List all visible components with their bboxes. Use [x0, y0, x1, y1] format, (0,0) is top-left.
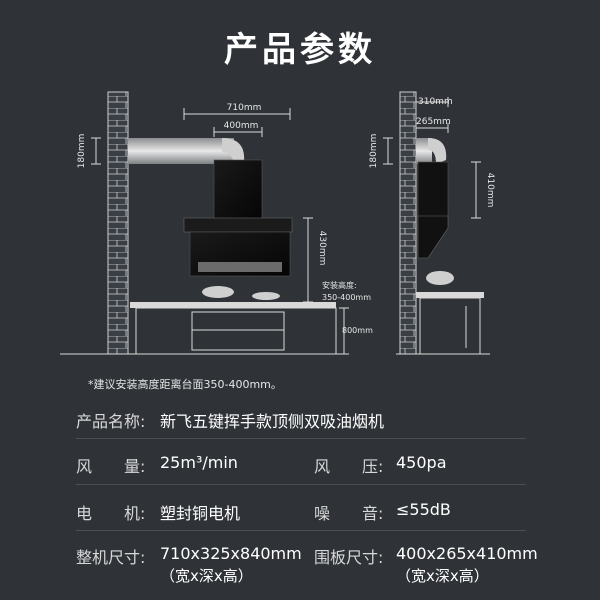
divider	[76, 438, 526, 439]
install-height-label: 安装高度:	[322, 280, 357, 290]
dim-side-panel-depth: 265mm	[416, 117, 451, 127]
spec-panel-value: 400x265x410mm	[396, 544, 538, 563]
duct-elbow-side	[428, 138, 447, 164]
hood-chimney	[213, 159, 263, 221]
countertop	[130, 302, 336, 308]
burner-right	[252, 292, 280, 300]
side-pot	[426, 271, 454, 285]
spec-panel-sub: （宽x深x高）	[396, 567, 489, 585]
pot-left	[202, 286, 234, 298]
spec-airflow-label: 风 量:	[76, 457, 146, 476]
spec-pressure-value: 450pa	[396, 453, 447, 472]
dim-side-duct-height: 180mm	[369, 134, 379, 169]
side-cabinet	[419, 297, 481, 355]
dim-side-panel-height: 410mm	[485, 173, 495, 208]
divider	[76, 530, 526, 531]
dim-front-duct-height: 180mm	[77, 134, 87, 169]
side-panel	[417, 161, 449, 219]
duct-elbow-front	[222, 138, 245, 164]
spec-size-value: 710x325x840mm	[160, 544, 302, 563]
side-countertop	[416, 292, 484, 298]
install-note: *建议安装高度距离台面350-400mm。	[88, 378, 282, 391]
side-hood-glass	[417, 215, 449, 259]
cabinet	[135, 307, 337, 355]
dim-side-depth: 310mm	[418, 97, 453, 107]
dim-front-body-height: 430mm	[317, 231, 327, 266]
dim-front-width: 710mm	[227, 103, 262, 113]
spec-noise-value: ≤55dB	[396, 500, 451, 519]
hood-control-bar	[183, 217, 293, 233]
spec-panel-label: 围板尺寸:	[314, 548, 384, 567]
spec-airflow-value: 25m³/min	[160, 453, 238, 472]
spec-motor-value: 塑封铜电机	[160, 504, 241, 523]
dimension-diagram: 710mm 400mm 180mm 430mm 安装高度: 350-400mm …	[60, 91, 495, 355]
spec-motor-label: 电 机:	[76, 504, 146, 523]
brick-column-right	[399, 91, 417, 355]
spec-size-label: 整机尺寸:	[76, 548, 146, 567]
brick-column-left	[107, 91, 129, 355]
spec-noise-label: 噪 音:	[314, 504, 384, 523]
spec-name-value: 新飞五键挥手款顶侧双吸油烟机	[160, 412, 385, 431]
spec-size-sub: （宽x深x高）	[160, 567, 253, 585]
spec-pressure-label: 风 压:	[314, 457, 384, 476]
dim-front-panel-width: 400mm	[224, 121, 259, 131]
dim-counter-height: 800mm	[342, 326, 373, 335]
hood-intake	[198, 262, 282, 272]
divider	[76, 484, 526, 485]
duct-front	[128, 138, 234, 164]
spec-name-label: 产品名称:	[76, 412, 146, 431]
oven	[191, 311, 285, 351]
side-view: 310mm 265mm 180mm 410mm	[369, 91, 495, 355]
front-view: 710mm 400mm 180mm 430mm 安装高度: 350-400mm …	[60, 91, 373, 355]
page-title: 产品参数	[224, 30, 376, 70]
install-height-value: 350-400mm	[322, 293, 371, 302]
